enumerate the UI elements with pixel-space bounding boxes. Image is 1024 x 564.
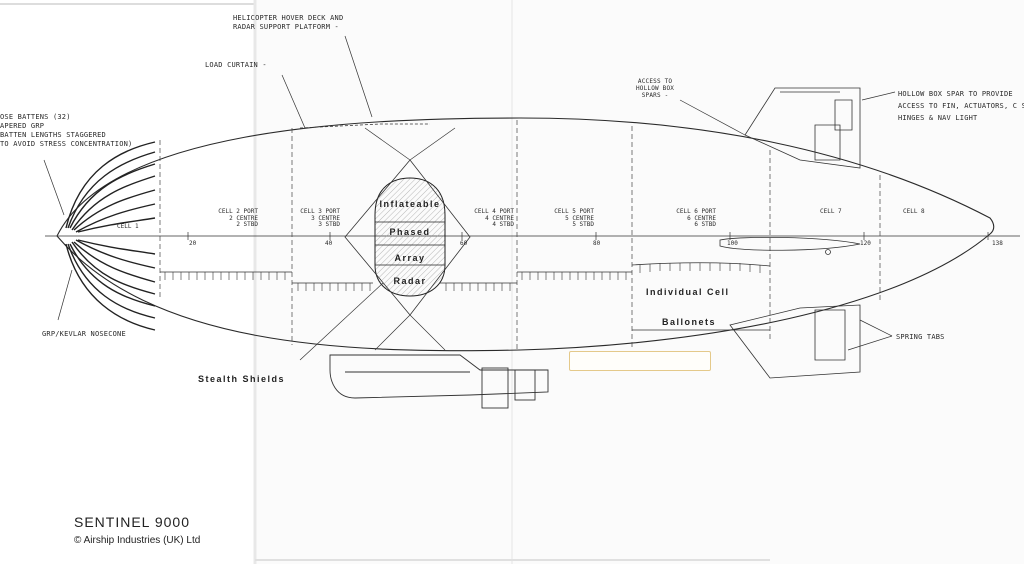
load-curtain-label: LOAD CURTAIN - <box>205 61 267 69</box>
cell-5-line-3: 5 STBD <box>572 221 594 228</box>
axis-tick-120: 120 <box>860 240 871 247</box>
cell-5-line-1: CELL 5 PORT <box>554 208 594 215</box>
hollow-spar-line-1: HOLLOW BOX SPAR TO PROVIDE <box>898 90 1013 98</box>
tail-fin <box>719 87 861 379</box>
cell-4-label: CELL 4 PORT 4 CENTRE 4 STBD <box>466 208 514 229</box>
access-line-1: ACCESS TO <box>637 78 673 85</box>
cell-7-label: CELL 7 <box>820 208 842 215</box>
cell-5-line-2: 5 CENTRE <box>565 214 594 222</box>
deck-line <box>299 123 430 129</box>
leader-lines <box>43 35 896 351</box>
axis-stubs <box>187 232 989 240</box>
spring-tabs-label: SPRING TABS <box>896 333 945 341</box>
ballonets-line-1: Individual Cell <box>646 287 730 297</box>
ballonet-ticks <box>164 263 761 291</box>
gondola <box>329 354 549 409</box>
drawing-title: SENTINEL 9000 <box>74 514 190 530</box>
cell-2-line-2: 2 CENTRE <box>229 214 258 222</box>
axis-tick-60: 60 <box>460 240 468 247</box>
hollow-spar-label: HOLLOW BOX SPAR TO PROVIDE ACCESS TO FIN… <box>898 88 1024 124</box>
cell-2-line-1: CELL 2 PORT <box>218 208 258 215</box>
cell-3-line-3: 3 STBD <box>318 221 340 228</box>
cell-8-label: CELL 8 <box>903 208 925 215</box>
cell-6-label: CELL 6 PORT 6 CENTRE 6 STBD <box>668 208 716 229</box>
left-panel <box>0 0 255 564</box>
axis-tick-138: 138 <box>992 240 1003 247</box>
drawing-credit: © Airship Industries (UK) Ltd <box>74 535 201 546</box>
cell-3-line-1: CELL 3 PORT <box>300 208 340 215</box>
hull-outline <box>56 117 995 352</box>
empty-text-box[interactable] <box>569 351 711 371</box>
access-hollow-label: ACCESS TO HOLLOW BOX SPARS - <box>636 78 674 99</box>
radar-dome <box>299 127 471 361</box>
nose-battens-line-3: BATTEN LENGTHS STAGGERED <box>0 131 106 139</box>
cell-6-line-3: 6 STBD <box>694 221 716 228</box>
access-line-3: SPARS - <box>641 92 669 99</box>
radar-word-3: Array <box>394 253 426 263</box>
radar-word-4: Radar <box>393 276 427 286</box>
radar-word-1: Inflateable <box>379 199 441 209</box>
cell-5-label: CELL 5 PORT 5 CENTRE 5 STBD <box>546 208 594 229</box>
cell-2-label: CELL 2 PORT 2 CENTRE 2 STBD <box>200 208 258 229</box>
nose-battens-line-2: APERED GRP <box>0 122 45 130</box>
cell-dividers <box>159 120 881 350</box>
cell-4-line-1: CELL 4 PORT <box>474 208 514 215</box>
cell-4-line-2: 4 CENTRE <box>485 214 514 222</box>
axis-tick-40: 40 <box>325 240 333 247</box>
hollow-spar-line-3: HINGES & NAV LIGHT <box>898 114 978 122</box>
stealth-shields-label: Stealth Shields <box>198 374 286 384</box>
axis-tick-100: 100 <box>727 240 738 247</box>
axis-tick-20: 20 <box>189 240 197 247</box>
access-line-2: HOLLOW BOX <box>636 85 675 92</box>
ballonets-line-2: Ballonets <box>662 317 717 327</box>
helicopter-deck-line-2: RADAR SUPPORT PLATFORM - <box>233 23 339 31</box>
cell-2-line-3: 2 STBD <box>236 221 258 228</box>
cell-4-line-3: 4 STBD <box>492 221 514 228</box>
cell-6-line-2: 6 CENTRE <box>687 214 716 222</box>
ballonet-bands <box>160 262 771 331</box>
cell-6-line-1: CELL 6 PORT <box>676 208 716 215</box>
cell-1-label: CELL 1 <box>117 223 139 230</box>
helicopter-deck-line-1: HELICOPTER HOVER DECK AND <box>233 14 344 22</box>
cell-3-label: CELL 3 PORT 3 CENTRE 3 STBD <box>292 208 340 229</box>
nosecone-label: GRP/KEVLAR NOSECONE <box>42 330 126 338</box>
helicopter-deck-label: HELICOPTER HOVER DECK AND RADAR SUPPORT … <box>233 14 343 32</box>
radar-word-2: Phased <box>389 227 431 237</box>
axis-tick-80: 80 <box>593 240 601 247</box>
nose-battens <box>65 141 156 331</box>
hollow-spar-line-2: ACCESS TO FIN, ACTUATORS, C S <box>898 102 1024 110</box>
nose-battens-label: OSE BATTENS (32) APERED GRP BATTEN LENGT… <box>0 113 132 149</box>
nose-battens-line-4: TO AVOID STRESS CONCENTRATION) <box>0 140 133 148</box>
cell-3-line-2: 3 CENTRE <box>311 214 340 222</box>
nose-battens-line-1: OSE BATTENS (32) <box>0 113 71 121</box>
